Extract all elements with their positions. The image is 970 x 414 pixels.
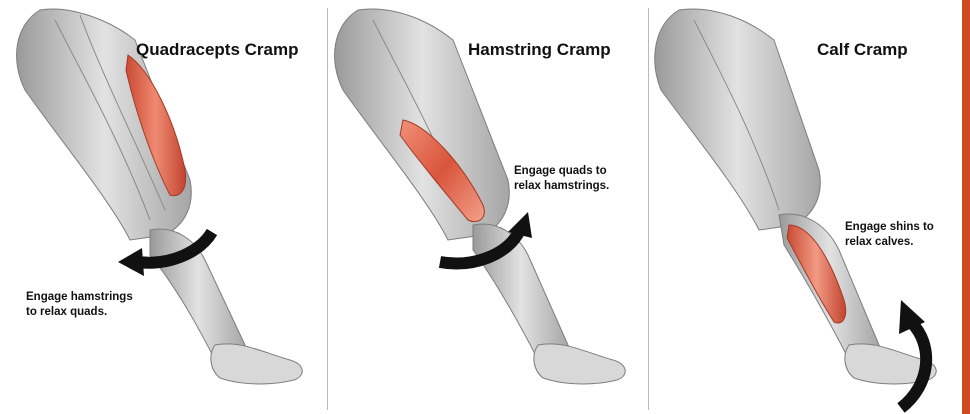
panel-caption: Engage hamstrings to relax quads. [26,290,133,320]
caption-line: Engage quads to [514,164,609,179]
caption-line: relax hamstrings. [514,179,609,194]
panel-title: Calf Cramp [817,40,908,60]
panel-calf: Calf Cramp Engage shins to relax calves. [649,0,962,414]
leg-illustration-hamstring [328,0,648,414]
caption-line: to relax quads. [26,305,133,320]
panel-title: Hamstring Cramp [468,40,611,60]
panel-hamstring: Hamstring Cramp Engage quads to relax ha… [328,0,648,414]
caption-line: relax calves. [845,235,934,250]
caption-line: Engage hamstrings [26,290,133,305]
panel-quadriceps: Quadracepts Cramp Engage hamstrings to r… [0,0,326,414]
leg-illustration-quadriceps [0,0,326,414]
caption-line: Engage shins to [845,220,934,235]
accent-bar [962,0,970,414]
panel-caption: Engage shins to relax calves. [845,220,934,250]
leg-illustration-calf [649,0,962,414]
panel-title: Quadracepts Cramp [136,40,299,60]
panel-caption: Engage quads to relax hamstrings. [514,164,609,194]
